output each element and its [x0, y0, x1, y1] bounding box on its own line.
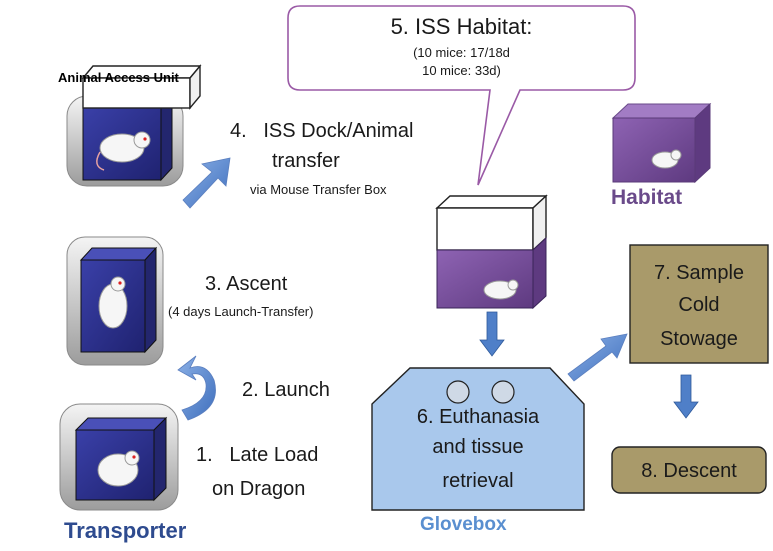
step4-subtitle: via Mouse Transfer Box — [250, 182, 387, 197]
step1-line2: on Dragon — [212, 478, 306, 500]
step1-line1: 1. Late Load — [196, 444, 319, 466]
habitat-speech-bubble — [287, 5, 636, 186]
step7-line1: 7. Sample — [653, 262, 745, 284]
cold-stowage-box — [629, 244, 769, 364]
ascent-to-dock-arrow — [182, 157, 231, 209]
step7-line3: Stowage — [660, 328, 738, 350]
habitat-duration-line1: (10 mice: 17/18d — [413, 45, 510, 60]
step6-line2: and tissue — [432, 436, 524, 458]
habitat-to-glovebox-arrow — [479, 311, 505, 357]
transporter-label: Transporter — [64, 518, 187, 543]
glovebox-to-stowage-arrow — [567, 333, 628, 382]
step6-line1: 6. Euthanasia — [416, 406, 540, 428]
glovebox-label: Glovebox — [420, 514, 507, 535]
step4-title-line1: 4. ISS Dock/Animal — [230, 120, 414, 142]
glovebox-icon — [371, 367, 585, 511]
step7-line2: Cold — [678, 294, 720, 316]
step8-descent: 8. Descent — [641, 460, 737, 482]
ascent-transporter-icon — [66, 236, 164, 366]
step2-launch: 2. Launch — [242, 379, 330, 401]
stowage-to-descent-arrow — [673, 374, 699, 419]
habitat-duration-line2: 10 mice: 33d) — [422, 63, 501, 78]
step3-title: 3. Ascent — [205, 273, 288, 295]
habitat-cube-icon — [611, 102, 712, 184]
step4-title-line2: transfer — [272, 150, 340, 172]
descent-box — [611, 446, 767, 494]
transfer-box-habitat-icon — [435, 194, 548, 310]
step3-subtitle: (4 days Launch-Transfer) — [168, 304, 314, 319]
step6-line3: retrieval — [442, 470, 514, 492]
animal-access-unit-icon — [66, 64, 202, 187]
habitat-title: 5. ISS Habitat: — [390, 14, 533, 39]
transporter-icon — [59, 403, 179, 511]
animal-access-unit-label: Animal Access Unit — [58, 70, 179, 85]
habitat-label: Habitat — [611, 186, 683, 209]
launch-arrow — [177, 355, 216, 421]
